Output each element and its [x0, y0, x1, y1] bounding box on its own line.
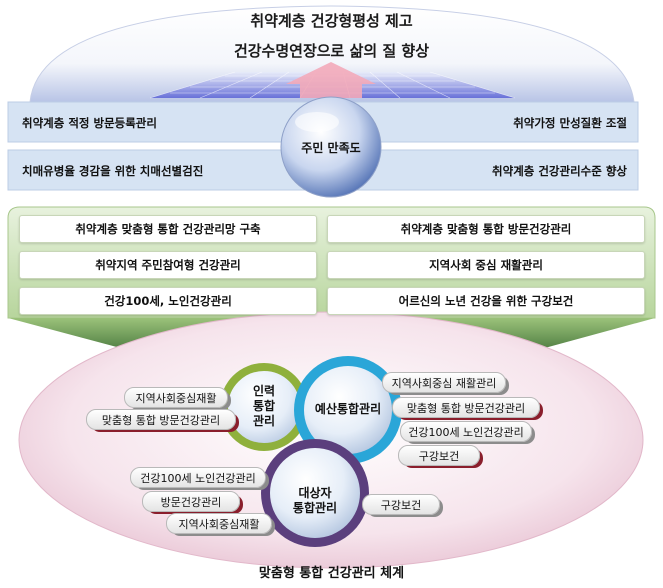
- vision-line-1: 취약계층 건강형평성 제고: [250, 12, 413, 30]
- strategy-box-1: 취약계층 맞춤형 통합 건강관리망 구축: [19, 215, 317, 243]
- goal-left-bottom: 치매유병율 경감을 위한 치매선별검진: [22, 164, 204, 178]
- right-pill-4: 구강보건: [398, 445, 480, 466]
- goal-right-top: 취약가정 만성질환 조절: [513, 116, 627, 130]
- left-pill-4: 방문건강관리: [142, 491, 240, 512]
- left-pill-2: 맞춤형 통합 방문건강관리: [86, 409, 236, 430]
- right-pill-1: 지역사회중심 재활관리: [382, 372, 506, 393]
- goal-right-bottom: 취약계층 건강관리수준 향상: [492, 164, 627, 178]
- strategy-box-3: 취약지역 주민참여형 건강관리: [19, 251, 317, 279]
- vision-line-2: 건강수명연장으로 삶의 질 향상: [233, 42, 430, 60]
- strategy-box-4: 지역사회 중심 재활관리: [327, 251, 645, 279]
- left-pill-1: 지역사회중심재활: [124, 387, 228, 408]
- strategy-box-5: 건강100세, 노인건강관리: [19, 287, 317, 315]
- target-circle-label: 대상자 통합관리: [292, 486, 338, 515]
- budget-circle-label: 예산통합관리: [314, 402, 382, 416]
- workforce-circle-label: 인력 통합 관리: [252, 384, 276, 428]
- left-pill-5: 지역사회중심재활: [166, 513, 272, 534]
- system-title: 맞춤형 통합 건강관리 체계: [258, 566, 405, 581]
- right-pill-3: 건강100세 노인건강관리: [400, 421, 532, 442]
- left-pill-3: 건강100세 노인건강관리: [130, 467, 266, 488]
- strategy-box-6: 어르신의 노년 건강을 위한 구강보건: [327, 287, 645, 315]
- goal-left-top: 취약계층 적정 방문등록관리: [22, 116, 157, 130]
- right-pill-2: 맞춤형 통합 방문건강관리: [392, 397, 540, 418]
- satisfaction-sphere-label: 주민 만족도: [301, 141, 361, 155]
- strategy-box-2: 취약계층 맞춤형 통합 방문건강관리: [327, 215, 645, 243]
- right-pill-5: 구강보건: [362, 494, 440, 515]
